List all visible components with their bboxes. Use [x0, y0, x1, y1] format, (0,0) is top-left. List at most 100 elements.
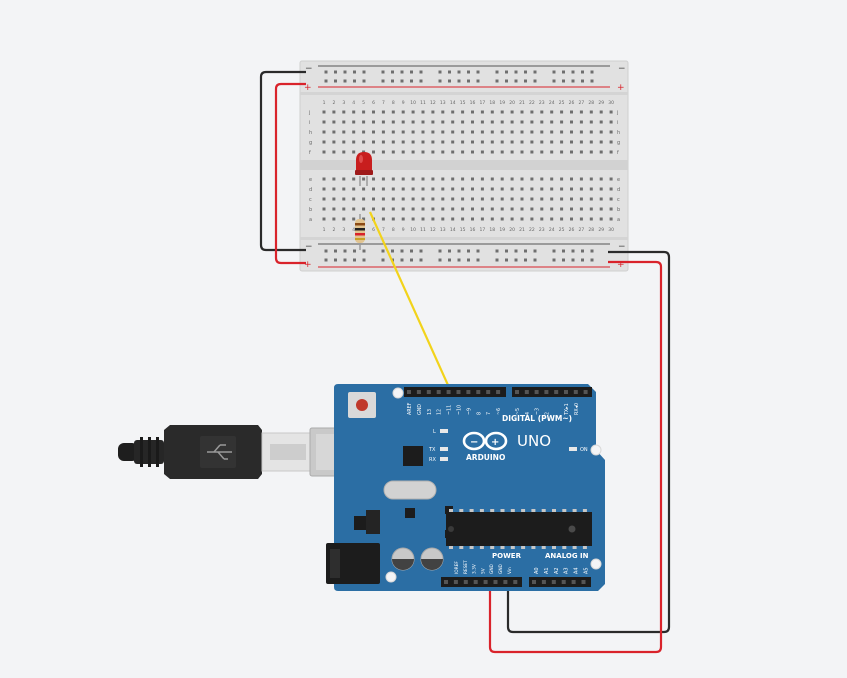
- terminal-hole[interactable]: [500, 130, 504, 134]
- terminal-hole[interactable]: [570, 207, 573, 211]
- terminal-hole[interactable]: [510, 130, 514, 134]
- terminal-hole[interactable]: [451, 187, 455, 191]
- rail-hole[interactable]: [334, 70, 337, 74]
- terminal-hole[interactable]: [431, 187, 435, 191]
- terminal-hole[interactable]: [332, 110, 336, 114]
- header-pin[interactable]: [571, 580, 576, 584]
- terminal-hole[interactable]: [461, 217, 465, 221]
- rail-hole[interactable]: [400, 249, 404, 253]
- terminal-hole[interactable]: [411, 150, 415, 154]
- terminal-hole[interactable]: [510, 207, 514, 211]
- rail-hole[interactable]: [391, 249, 394, 253]
- terminal-hole[interactable]: [500, 197, 504, 201]
- rail-hole[interactable]: [562, 249, 565, 253]
- terminal-hole[interactable]: [579, 187, 583, 191]
- terminal-hole[interactable]: [530, 140, 534, 144]
- terminal-hole[interactable]: [530, 130, 534, 134]
- terminal-hole[interactable]: [441, 197, 445, 201]
- header-pin[interactable]: [564, 390, 568, 394]
- terminal-hole[interactable]: [332, 150, 336, 154]
- terminal-hole[interactable]: [401, 197, 405, 201]
- header-pin[interactable]: [493, 580, 498, 584]
- terminal-hole[interactable]: [550, 150, 554, 154]
- rail-hole[interactable]: [457, 249, 461, 253]
- rail-hole[interactable]: [514, 258, 518, 262]
- terminal-hole[interactable]: [560, 177, 564, 181]
- terminal-hole[interactable]: [500, 140, 504, 144]
- header-pin[interactable]: [453, 580, 458, 584]
- rail-hole[interactable]: [476, 258, 480, 262]
- rail-hole[interactable]: [533, 258, 537, 262]
- terminal-hole[interactable]: [579, 177, 583, 181]
- terminal-hole[interactable]: [510, 197, 514, 201]
- wire-yellow-pin13[interactable]: [368, 211, 454, 395]
- rail-hole[interactable]: [438, 258, 442, 262]
- rail-hole[interactable]: [438, 79, 442, 83]
- terminal-hole[interactable]: [599, 130, 603, 134]
- terminal-hole[interactable]: [609, 130, 613, 134]
- rail-hole[interactable]: [552, 79, 556, 83]
- terminal-hole[interactable]: [322, 187, 326, 191]
- rail-hole[interactable]: [324, 258, 328, 262]
- terminal-hole[interactable]: [322, 130, 326, 134]
- terminal-hole[interactable]: [530, 217, 534, 221]
- terminal-hole[interactable]: [332, 177, 336, 181]
- terminal-hole[interactable]: [421, 110, 425, 114]
- rail-hole[interactable]: [552, 249, 556, 253]
- terminal-hole[interactable]: [480, 177, 484, 181]
- rail-hole[interactable]: [353, 249, 356, 253]
- rail-hole[interactable]: [381, 258, 385, 262]
- terminal-hole[interactable]: [421, 130, 425, 134]
- terminal-hole[interactable]: [520, 217, 524, 221]
- terminal-hole[interactable]: [609, 110, 613, 114]
- rail-hole[interactable]: [448, 79, 451, 83]
- terminal-hole[interactable]: [520, 207, 524, 211]
- rail-hole[interactable]: [457, 79, 461, 83]
- rail-hole[interactable]: [353, 70, 356, 74]
- rail-hole[interactable]: [334, 249, 337, 253]
- rail-hole[interactable]: [400, 258, 404, 262]
- resistor[interactable]: [355, 214, 365, 250]
- terminal-hole[interactable]: [441, 110, 445, 114]
- terminal-hole[interactable]: [441, 140, 445, 144]
- terminal-hole[interactable]: [362, 217, 366, 221]
- terminal-hole[interactable]: [342, 177, 346, 181]
- breadboard[interactable]: − − + + − − + + 112233445566778899101011…: [299, 60, 629, 272]
- terminal-hole[interactable]: [599, 140, 603, 144]
- terminal-hole[interactable]: [451, 207, 455, 211]
- rail-hole[interactable]: [362, 249, 366, 253]
- terminal-hole[interactable]: [490, 110, 494, 114]
- terminal-hole[interactable]: [362, 197, 366, 201]
- terminal-hole[interactable]: [322, 110, 326, 114]
- terminal-hole[interactable]: [570, 217, 573, 221]
- terminal-hole[interactable]: [362, 140, 366, 144]
- terminal-hole[interactable]: [391, 110, 395, 114]
- terminal-hole[interactable]: [381, 130, 385, 134]
- terminal-hole[interactable]: [500, 120, 504, 124]
- rail-hole[interactable]: [476, 70, 480, 74]
- terminal-hole[interactable]: [352, 177, 356, 181]
- terminal-hole[interactable]: [391, 130, 395, 134]
- header-pin[interactable]: [513, 580, 518, 584]
- terminal-hole[interactable]: [540, 150, 544, 154]
- terminal-hole[interactable]: [589, 150, 593, 154]
- terminal-hole[interactable]: [530, 187, 534, 191]
- terminal-hole[interactable]: [352, 217, 356, 221]
- terminal-hole[interactable]: [520, 120, 524, 124]
- terminal-hole[interactable]: [471, 197, 474, 201]
- terminal-hole[interactable]: [451, 120, 455, 124]
- header-pin[interactable]: [496, 390, 501, 394]
- rail-hole[interactable]: [381, 70, 385, 74]
- terminal-hole[interactable]: [510, 120, 514, 124]
- rail-hole[interactable]: [590, 79, 594, 83]
- terminal-hole[interactable]: [352, 187, 356, 191]
- terminal-hole[interactable]: [500, 177, 504, 181]
- header-pin[interactable]: [583, 390, 588, 394]
- terminal-hole[interactable]: [471, 177, 474, 181]
- terminal-hole[interactable]: [322, 140, 326, 144]
- terminal-hole[interactable]: [540, 177, 544, 181]
- terminal-hole[interactable]: [490, 217, 494, 221]
- rail-hole[interactable]: [467, 79, 470, 83]
- header-pin[interactable]: [551, 580, 556, 584]
- header-pin[interactable]: [524, 390, 529, 394]
